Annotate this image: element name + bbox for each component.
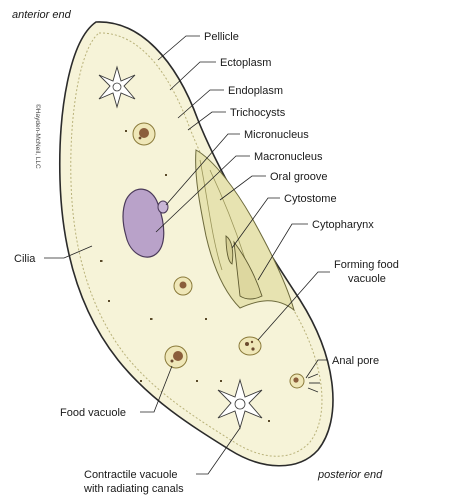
label-food-vacuole: Food vacuole <box>60 407 126 419</box>
label-anal-pore: Anal pore <box>332 355 379 367</box>
label-pellicle: Pellicle <box>204 31 239 43</box>
label-micronucleus: Micronucleus <box>244 129 309 141</box>
food-vacuole-3 <box>164 345 188 369</box>
label-forming-food-vacuole-2: vacuole <box>348 273 386 285</box>
anal-pore-icon <box>307 373 320 393</box>
cytoplasm-granules <box>100 130 270 422</box>
micronucleus <box>157 200 169 214</box>
food-vacuole-2 <box>173 276 193 296</box>
label-oral-groove: Oral groove <box>270 171 327 183</box>
copyright-credit: ©Hayden-McNeil, LLC <box>34 104 42 169</box>
label-cytopharynx: Cytopharynx <box>312 219 374 231</box>
label-forming-food-vacuole: Forming food <box>334 259 399 271</box>
label-anterior-end: anterior end <box>12 9 72 21</box>
food-vacuole-1 <box>132 122 156 146</box>
oral-groove-edge <box>199 159 247 271</box>
cytopharynx <box>233 240 263 300</box>
contractile-vacuole-anterior <box>98 65 136 109</box>
macronucleus <box>122 188 165 258</box>
label-endoplasm: Endoplasm <box>228 85 283 97</box>
label-cilia: Cilia <box>14 253 36 265</box>
food-vacuole-anal <box>289 373 305 389</box>
label-trichocysts: Trichocysts <box>230 107 286 119</box>
label-contractile-vacuole-2: with radiating canals <box>83 483 184 495</box>
ectoplasm-boundary <box>70 32 323 457</box>
label-contractile-vacuole: Contractile vacuole <box>84 469 178 481</box>
label-posterior-end: posterior end <box>317 469 383 481</box>
label-macronucleus: Macronucleus <box>254 151 323 163</box>
cell-body <box>58 21 334 467</box>
cytostome <box>225 235 234 265</box>
label-cytostome: Cytostome <box>284 193 337 205</box>
forming-food-vacuole <box>238 336 262 356</box>
leader-lines <box>44 35 330 475</box>
label-ectoplasm: Ectoplasm <box>220 57 271 69</box>
